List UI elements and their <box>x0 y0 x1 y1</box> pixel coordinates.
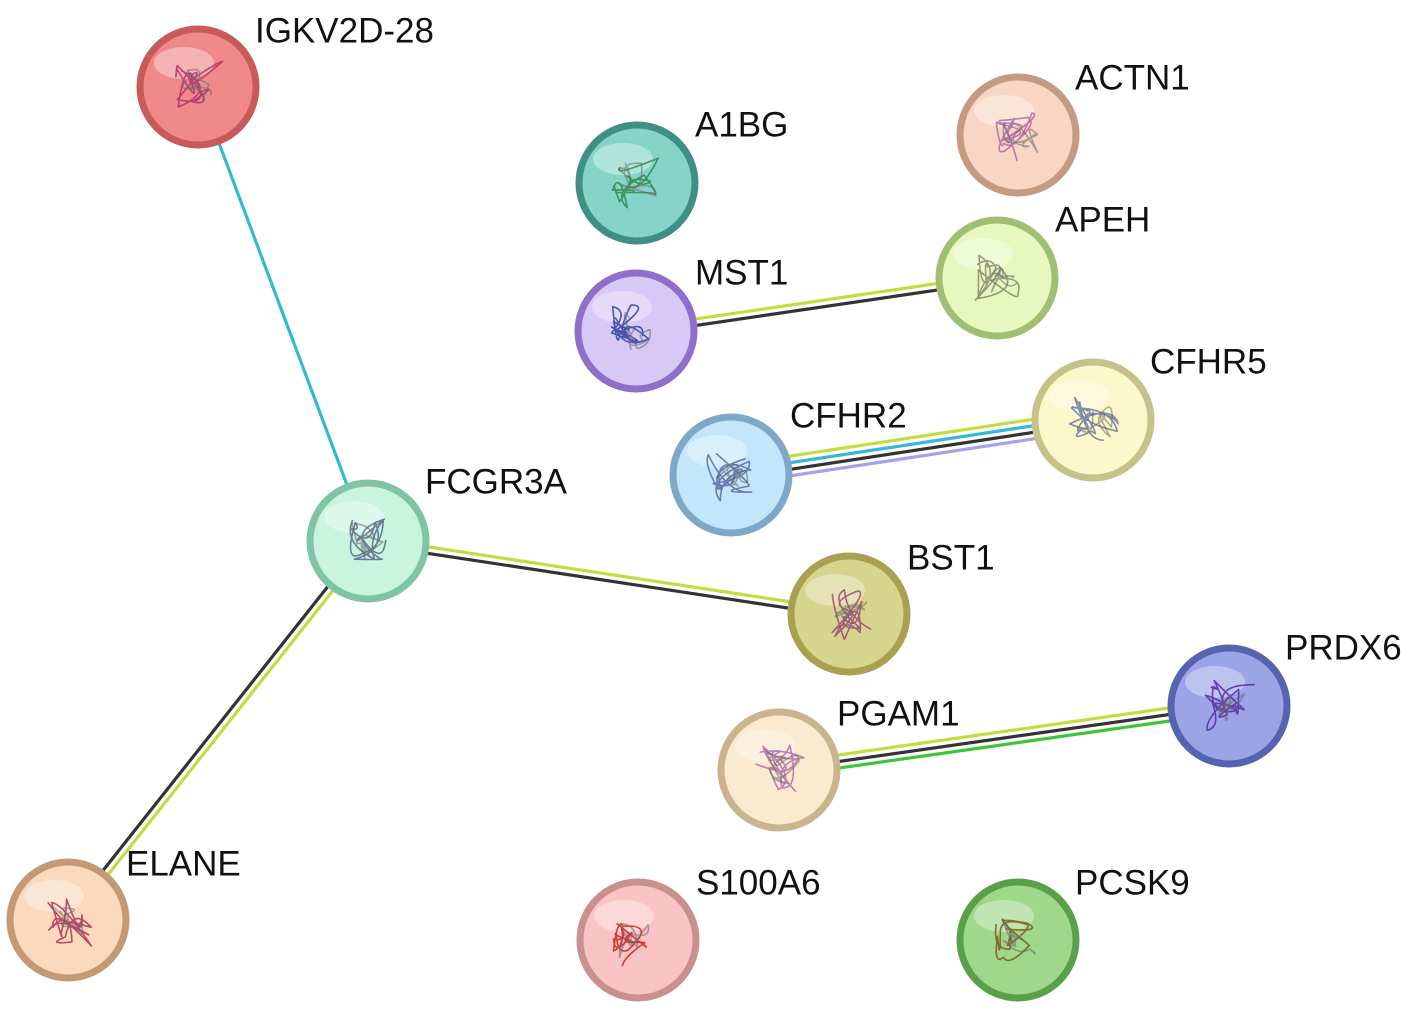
node-highlight <box>953 238 1013 270</box>
node-label: PGAM1 <box>837 694 960 733</box>
protein-structure-icon <box>612 922 650 967</box>
protein-structure-icon <box>974 254 1020 301</box>
node-pcsk9[interactable]: PCSK9 <box>956 863 1190 1002</box>
edge-strand <box>68 541 373 924</box>
edge-fcgr3a-elane <box>63 537 373 924</box>
node-pgam1[interactable]: PGAM1 <box>717 694 960 832</box>
protein-structure-icon <box>611 157 659 209</box>
node-a1bg[interactable]: A1BG <box>575 105 788 245</box>
node-label: PRDX6 <box>1285 628 1402 667</box>
edge-pgam1-prdx6 <box>776 697 1232 779</box>
edge-strand <box>365 542 851 619</box>
edge-strand <box>776 697 1230 766</box>
node-label: ELANE <box>126 844 241 883</box>
edge-strand <box>63 537 368 920</box>
node-label: CFHR2 <box>790 396 907 435</box>
node-highlight <box>805 574 865 606</box>
edge-igkv2d-28-fcgr3a <box>196 85 370 543</box>
protein-structure-icon <box>995 112 1039 162</box>
edge-fcgr3a-bst1 <box>365 536 852 619</box>
node-highlight <box>324 501 384 533</box>
protein-structure-icon <box>1068 396 1119 441</box>
node-circle <box>956 878 1080 1002</box>
node-label: IGKV2D-28 <box>255 11 434 50</box>
protein-structure-icon <box>755 744 805 793</box>
node-highlight <box>687 435 747 467</box>
edge-strand <box>196 85 370 543</box>
node-circle <box>574 269 698 393</box>
node-bst1[interactable]: BST1 <box>787 538 995 676</box>
node-label: A1BG <box>695 105 788 144</box>
edge-strand <box>727 408 1094 467</box>
node-label: FCGR3A <box>425 462 568 501</box>
node-highlight <box>594 900 654 932</box>
protein-structure-icon <box>47 898 93 947</box>
node-mst1[interactable]: MST1 <box>574 253 788 393</box>
node-elane[interactable]: ELANE <box>6 844 241 982</box>
node-apeh[interactable]: APEH <box>935 200 1150 340</box>
node-label: ACTN1 <box>1075 58 1190 97</box>
protein-structure-icon <box>610 304 652 350</box>
protein-structure-icon <box>1204 679 1255 731</box>
edge-strand <box>778 710 1232 779</box>
node-highlight <box>592 291 652 323</box>
node-prdx6[interactable]: PRDX6 <box>1167 628 1402 768</box>
node-circle <box>306 479 430 603</box>
node-s100a6[interactable]: S100A6 <box>576 863 821 1002</box>
edge-strand <box>777 704 1231 772</box>
node-label: CFHR5 <box>1150 342 1267 381</box>
node-circle <box>935 216 1059 340</box>
node-cfhr2[interactable]: CFHR2 <box>669 396 907 537</box>
node-highlight <box>735 730 795 762</box>
node-highlight <box>593 143 653 175</box>
node-label: S100A6 <box>696 863 821 902</box>
node-highlight <box>974 900 1034 932</box>
protein-structure-icon <box>994 918 1036 962</box>
edge-strand <box>366 536 852 613</box>
node-label: MST1 <box>695 253 788 292</box>
node-highlight <box>1049 380 1109 412</box>
protein-structure-icon <box>175 60 224 108</box>
node-cfhr5[interactable]: CFHR5 <box>1031 342 1267 482</box>
protein-structure-icon <box>706 453 753 502</box>
edge-strand <box>730 428 1097 487</box>
node-circle <box>669 413 793 537</box>
node-igkv2d-28[interactable]: IGKV2D-28 <box>136 11 434 149</box>
node-highlight <box>154 47 214 79</box>
protein-structure-icon <box>349 518 387 561</box>
protein-structure-icon <box>831 589 872 641</box>
node-label: PCSK9 <box>1075 863 1190 902</box>
node-label: BST1 <box>907 538 995 577</box>
node-label: APEH <box>1055 200 1150 239</box>
node-fcgr3a[interactable]: FCGR3A <box>306 462 568 603</box>
node-actn1[interactable]: ACTN1 <box>956 58 1190 197</box>
